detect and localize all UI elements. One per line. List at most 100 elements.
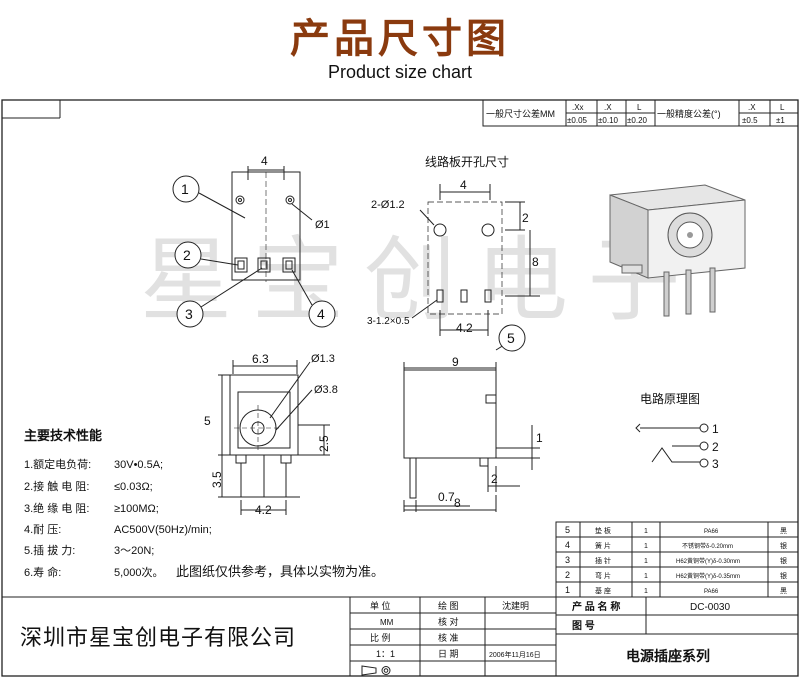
front-dim-42: 4.2: [255, 503, 272, 517]
svg-text:2: 2: [565, 570, 570, 580]
tb-scale-label: 比 例: [370, 632, 391, 643]
tol-angle-val-l: ±1: [776, 116, 785, 125]
spec-value-2: ≤0.03Ω;: [114, 481, 153, 493]
front-dim-63: 6.3: [252, 352, 269, 366]
front-dim-35: 3.5: [210, 471, 224, 488]
top-dim-4: 4: [261, 154, 268, 168]
svg-text:银: 银: [780, 556, 787, 565]
tb-series: 电源插座系列: [626, 648, 710, 664]
svg-text:H62黄铜带(Y)δ-0.35mm: H62黄铜带(Y)δ-0.35mm: [676, 572, 740, 580]
specs-title: 主要技术性能: [24, 428, 102, 443]
callout-2: 2: [174, 241, 239, 269]
tolerance-angle-label: 一般精度公差(°): [657, 108, 721, 119]
spec-value-5: 3～20N;: [114, 545, 154, 557]
spec-value-6: 5,000次。: [114, 565, 164, 579]
side-dim-2: 2: [491, 472, 498, 486]
svg-text:5: 5: [507, 330, 515, 346]
front-dim-25: 2.5: [317, 435, 331, 452]
tb-product-val: DC-0030: [690, 602, 730, 613]
tb-check-label: 核 对: [438, 616, 459, 627]
tb-unit-label: 单 位: [370, 600, 391, 611]
pcb-title: 线路板开孔尺寸: [425, 154, 509, 169]
tolerance-table: [482, 99, 799, 127]
watermark: 星宝创电子: [140, 227, 700, 334]
circuit-pin-1: 1: [712, 422, 719, 436]
bom-rows: 5 垫 板 1 PA66 黑 4 簧 片 1 不锈钢带δ-0.20mm 银 3 …: [565, 525, 787, 595]
company-name: 深圳市星宝创电子有限公司: [20, 625, 296, 650]
pcb-layout-drawing: [411, 184, 540, 336]
side-view-drawing: [403, 339, 540, 512]
top-dim-phi1: Ø1: [315, 219, 330, 231]
svg-text:1: 1: [565, 585, 570, 595]
svg-text:黑: 黑: [780, 527, 787, 535]
svg-text:1: 1: [644, 573, 648, 580]
svg-text:4: 4: [317, 306, 325, 322]
drawing-frame: [1, 99, 799, 677]
product-3d-image: [609, 184, 746, 317]
svg-text:簧 片: 簧 片: [595, 541, 611, 550]
tol-col-l: L: [637, 103, 642, 112]
tol-val-xx: ±0.05: [567, 116, 588, 125]
spec-label-4: 4.耐 压:: [24, 523, 61, 536]
svg-text:PA66: PA66: [704, 589, 719, 595]
spec-value-4: AC500V(50Hz)/min;: [114, 524, 212, 536]
tb-draw-label: 绘 图: [438, 600, 459, 611]
circuit-title: 电路原理图: [640, 391, 700, 406]
tb-date-label: 日 期: [438, 649, 459, 659]
circuit-pin-2: 2: [712, 440, 719, 454]
front-dim-phi13: Ø1.3: [311, 353, 335, 365]
svg-text:垫 板: 垫 板: [595, 526, 611, 535]
tol-angle-col-x: .X: [748, 103, 756, 112]
spec-label-3: 3.绝 缘 电 阻:: [24, 501, 89, 515]
svg-text:3: 3: [185, 306, 193, 322]
pcb-dim-slots: 3-1.2×0.5: [367, 316, 410, 327]
svg-text:1: 1: [644, 588, 648, 595]
tb-scale-val: 1：1: [376, 649, 395, 659]
svg-text:2: 2: [183, 247, 191, 263]
tol-col-xx: .Xx: [572, 103, 584, 112]
tb-product-label: 产 品 名 称: [572, 600, 620, 613]
svg-text:银: 银: [780, 541, 787, 550]
svg-text:1: 1: [644, 558, 648, 565]
tol-val-x: ±0.10: [598, 116, 619, 125]
svg-text:基 座: 基 座: [595, 586, 611, 595]
front-dim-phi38: Ø3.8: [314, 384, 338, 396]
side-dim-1: 1: [536, 431, 543, 445]
svg-text:4: 4: [565, 540, 570, 550]
tol-val-l: ±0.20: [627, 116, 648, 125]
callout-4: 4: [291, 269, 336, 328]
svg-text:银: 银: [780, 571, 787, 580]
page-subtitle: Product size chart: [327, 62, 473, 82]
pcb-dim-hole: 2-Ø1.2: [371, 199, 405, 211]
spec-label-5: 5.插 拔 力:: [24, 543, 75, 557]
tb-unit-val: MM: [380, 618, 394, 627]
pcb-dim-2: 2: [522, 211, 529, 225]
pcb-dim-8: 8: [532, 255, 539, 269]
spec-label-2: 2.接 触 电 阻:: [24, 479, 89, 493]
circuit-diagram: [635, 423, 709, 468]
projection-symbol: [361, 665, 391, 676]
spec-label-6: 6.寿 命:: [24, 565, 61, 579]
svg-text:1: 1: [181, 181, 189, 197]
svg-text:黑: 黑: [780, 587, 787, 595]
svg-text:弯 片: 弯 片: [595, 571, 611, 580]
svg-text:1: 1: [644, 543, 648, 550]
tol-angle-col-l: L: [780, 103, 785, 112]
spec-value-1: 30V•0.5A;: [114, 459, 163, 471]
tol-col-x: .X: [604, 103, 612, 112]
front-view-drawing: [218, 360, 330, 515]
pcb-dim-width: 4: [460, 178, 467, 192]
specs-note: 此图纸仅供参考，具体以实物为准。: [176, 564, 384, 579]
svg-text:不锈钢带δ-0.20mm: 不锈钢带δ-0.20mm: [682, 542, 733, 550]
tol-angle-val-x: ±0.5: [742, 116, 758, 125]
svg-text:PA66: PA66: [704, 529, 719, 535]
svg-text:H62黄铜带(Y)δ-0.30mm: H62黄铜带(Y)δ-0.30mm: [676, 557, 740, 565]
page-title: 产品尺寸图: [290, 16, 510, 62]
tb-drawing-no-label: 图 号: [572, 620, 595, 632]
tb-drawer: 沈建明: [502, 600, 529, 611]
callout-1: 1: [172, 175, 246, 219]
top-view-drawing: [231, 166, 313, 282]
spec-label-1: 1.额定电负荷:: [24, 457, 91, 471]
tb-approve-label: 核 准: [438, 632, 459, 643]
circuit-pin-3: 3: [712, 457, 719, 471]
